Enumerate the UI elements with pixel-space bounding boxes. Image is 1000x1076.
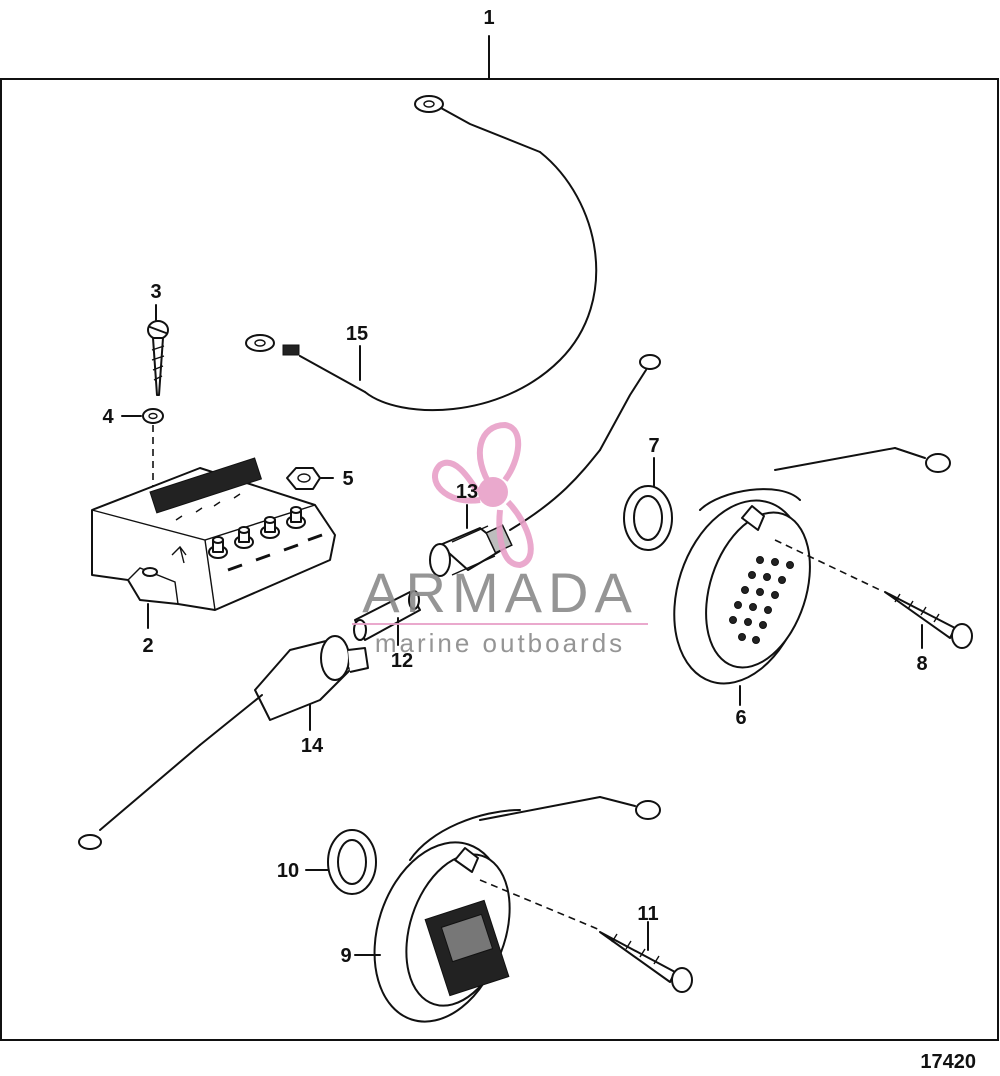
connector-13 bbox=[429, 354, 661, 577]
terminal-block-2 bbox=[91, 457, 336, 611]
screw-8 bbox=[884, 591, 973, 649]
callout-5: 5 bbox=[342, 468, 353, 490]
propeller-logo-icon bbox=[432, 421, 534, 569]
callout-8: 8 bbox=[916, 653, 927, 675]
callout-14: 14 bbox=[301, 735, 324, 757]
callout-12: 12 bbox=[391, 650, 413, 672]
washer-4 bbox=[142, 408, 164, 424]
switch-housing-9 bbox=[373, 796, 661, 1023]
figure-number: 17420 bbox=[920, 1051, 976, 1073]
watermark-brand: ARMADA bbox=[362, 561, 638, 624]
callout-3: 3 bbox=[150, 281, 161, 303]
screw-11 bbox=[599, 931, 693, 993]
nut-5 bbox=[286, 467, 321, 490]
diagram-frame bbox=[0, 78, 999, 1041]
ground-wire-15 bbox=[245, 95, 598, 411]
callout-7: 7 bbox=[648, 435, 659, 457]
horn-6 bbox=[673, 447, 951, 685]
boot-14 bbox=[78, 635, 369, 850]
callout-1: 1 bbox=[483, 7, 494, 29]
callout-9: 9 bbox=[340, 945, 351, 967]
callout-4: 4 bbox=[102, 406, 114, 428]
callout-2: 2 bbox=[142, 635, 153, 657]
callout-13: 13 bbox=[456, 481, 478, 503]
callout-15: 15 bbox=[346, 323, 368, 345]
callout-6: 6 bbox=[735, 707, 746, 729]
watermark-tagline: marine outboards bbox=[375, 628, 625, 658]
watermark: ARMADA marine outboards bbox=[352, 421, 648, 658]
tube-12 bbox=[353, 590, 421, 641]
callout-10: 10 bbox=[277, 860, 299, 882]
screw-3 bbox=[147, 320, 169, 396]
seal-ring-7 bbox=[623, 485, 673, 551]
seal-ring-10 bbox=[327, 829, 377, 895]
callout-11: 11 bbox=[637, 903, 658, 925]
